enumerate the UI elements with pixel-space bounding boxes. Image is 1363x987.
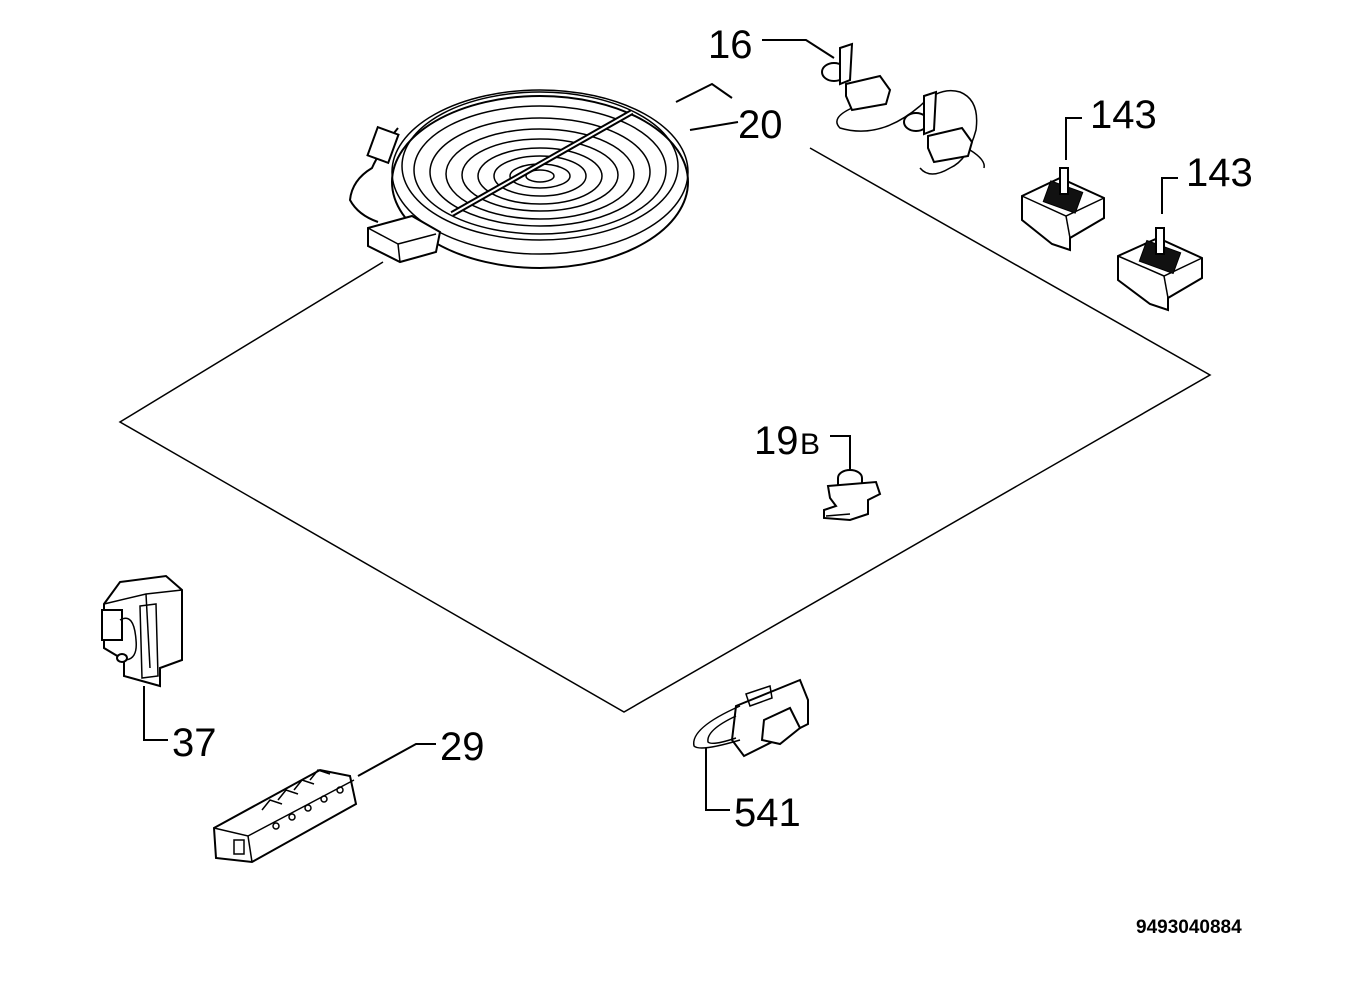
- switch: [693, 678, 809, 758]
- callout-19b: 19 B: [754, 419, 851, 470]
- svg-text:541: 541: [734, 791, 801, 835]
- callout-541: 541: [705, 748, 801, 835]
- hob-plate: [118, 147, 1212, 713]
- thermal-limiter: [821, 42, 985, 175]
- callout-29: 29: [357, 725, 485, 777]
- callout-143-b: 143: [1161, 151, 1253, 214]
- svg-text:37: 37: [172, 721, 217, 765]
- callout-16: 16: [708, 23, 835, 67]
- svg-text:143: 143: [1090, 93, 1157, 137]
- callout-37: 37: [143, 686, 217, 765]
- terminal-screws: [261, 769, 344, 830]
- cable-clamp: [101, 574, 183, 688]
- svg-text:19: 19: [754, 419, 799, 463]
- svg-text:143: 143: [1186, 151, 1253, 195]
- indicator-lamp: [823, 469, 882, 522]
- svg-text:B: B: [800, 428, 820, 461]
- svg-text:20: 20: [738, 103, 783, 147]
- svg-text:29: 29: [440, 725, 485, 769]
- energy-regulator-1: [1021, 167, 1105, 252]
- svg-text:16: 16: [708, 23, 753, 67]
- energy-regulator-2: [1117, 227, 1203, 312]
- callout-143-a: 143: [1065, 93, 1157, 160]
- radiant-heating-element: [348, 89, 689, 269]
- document-number: 9493040884: [1136, 917, 1242, 938]
- callout-20: 20: [675, 82, 783, 147]
- terminal-block: [212, 768, 358, 864]
